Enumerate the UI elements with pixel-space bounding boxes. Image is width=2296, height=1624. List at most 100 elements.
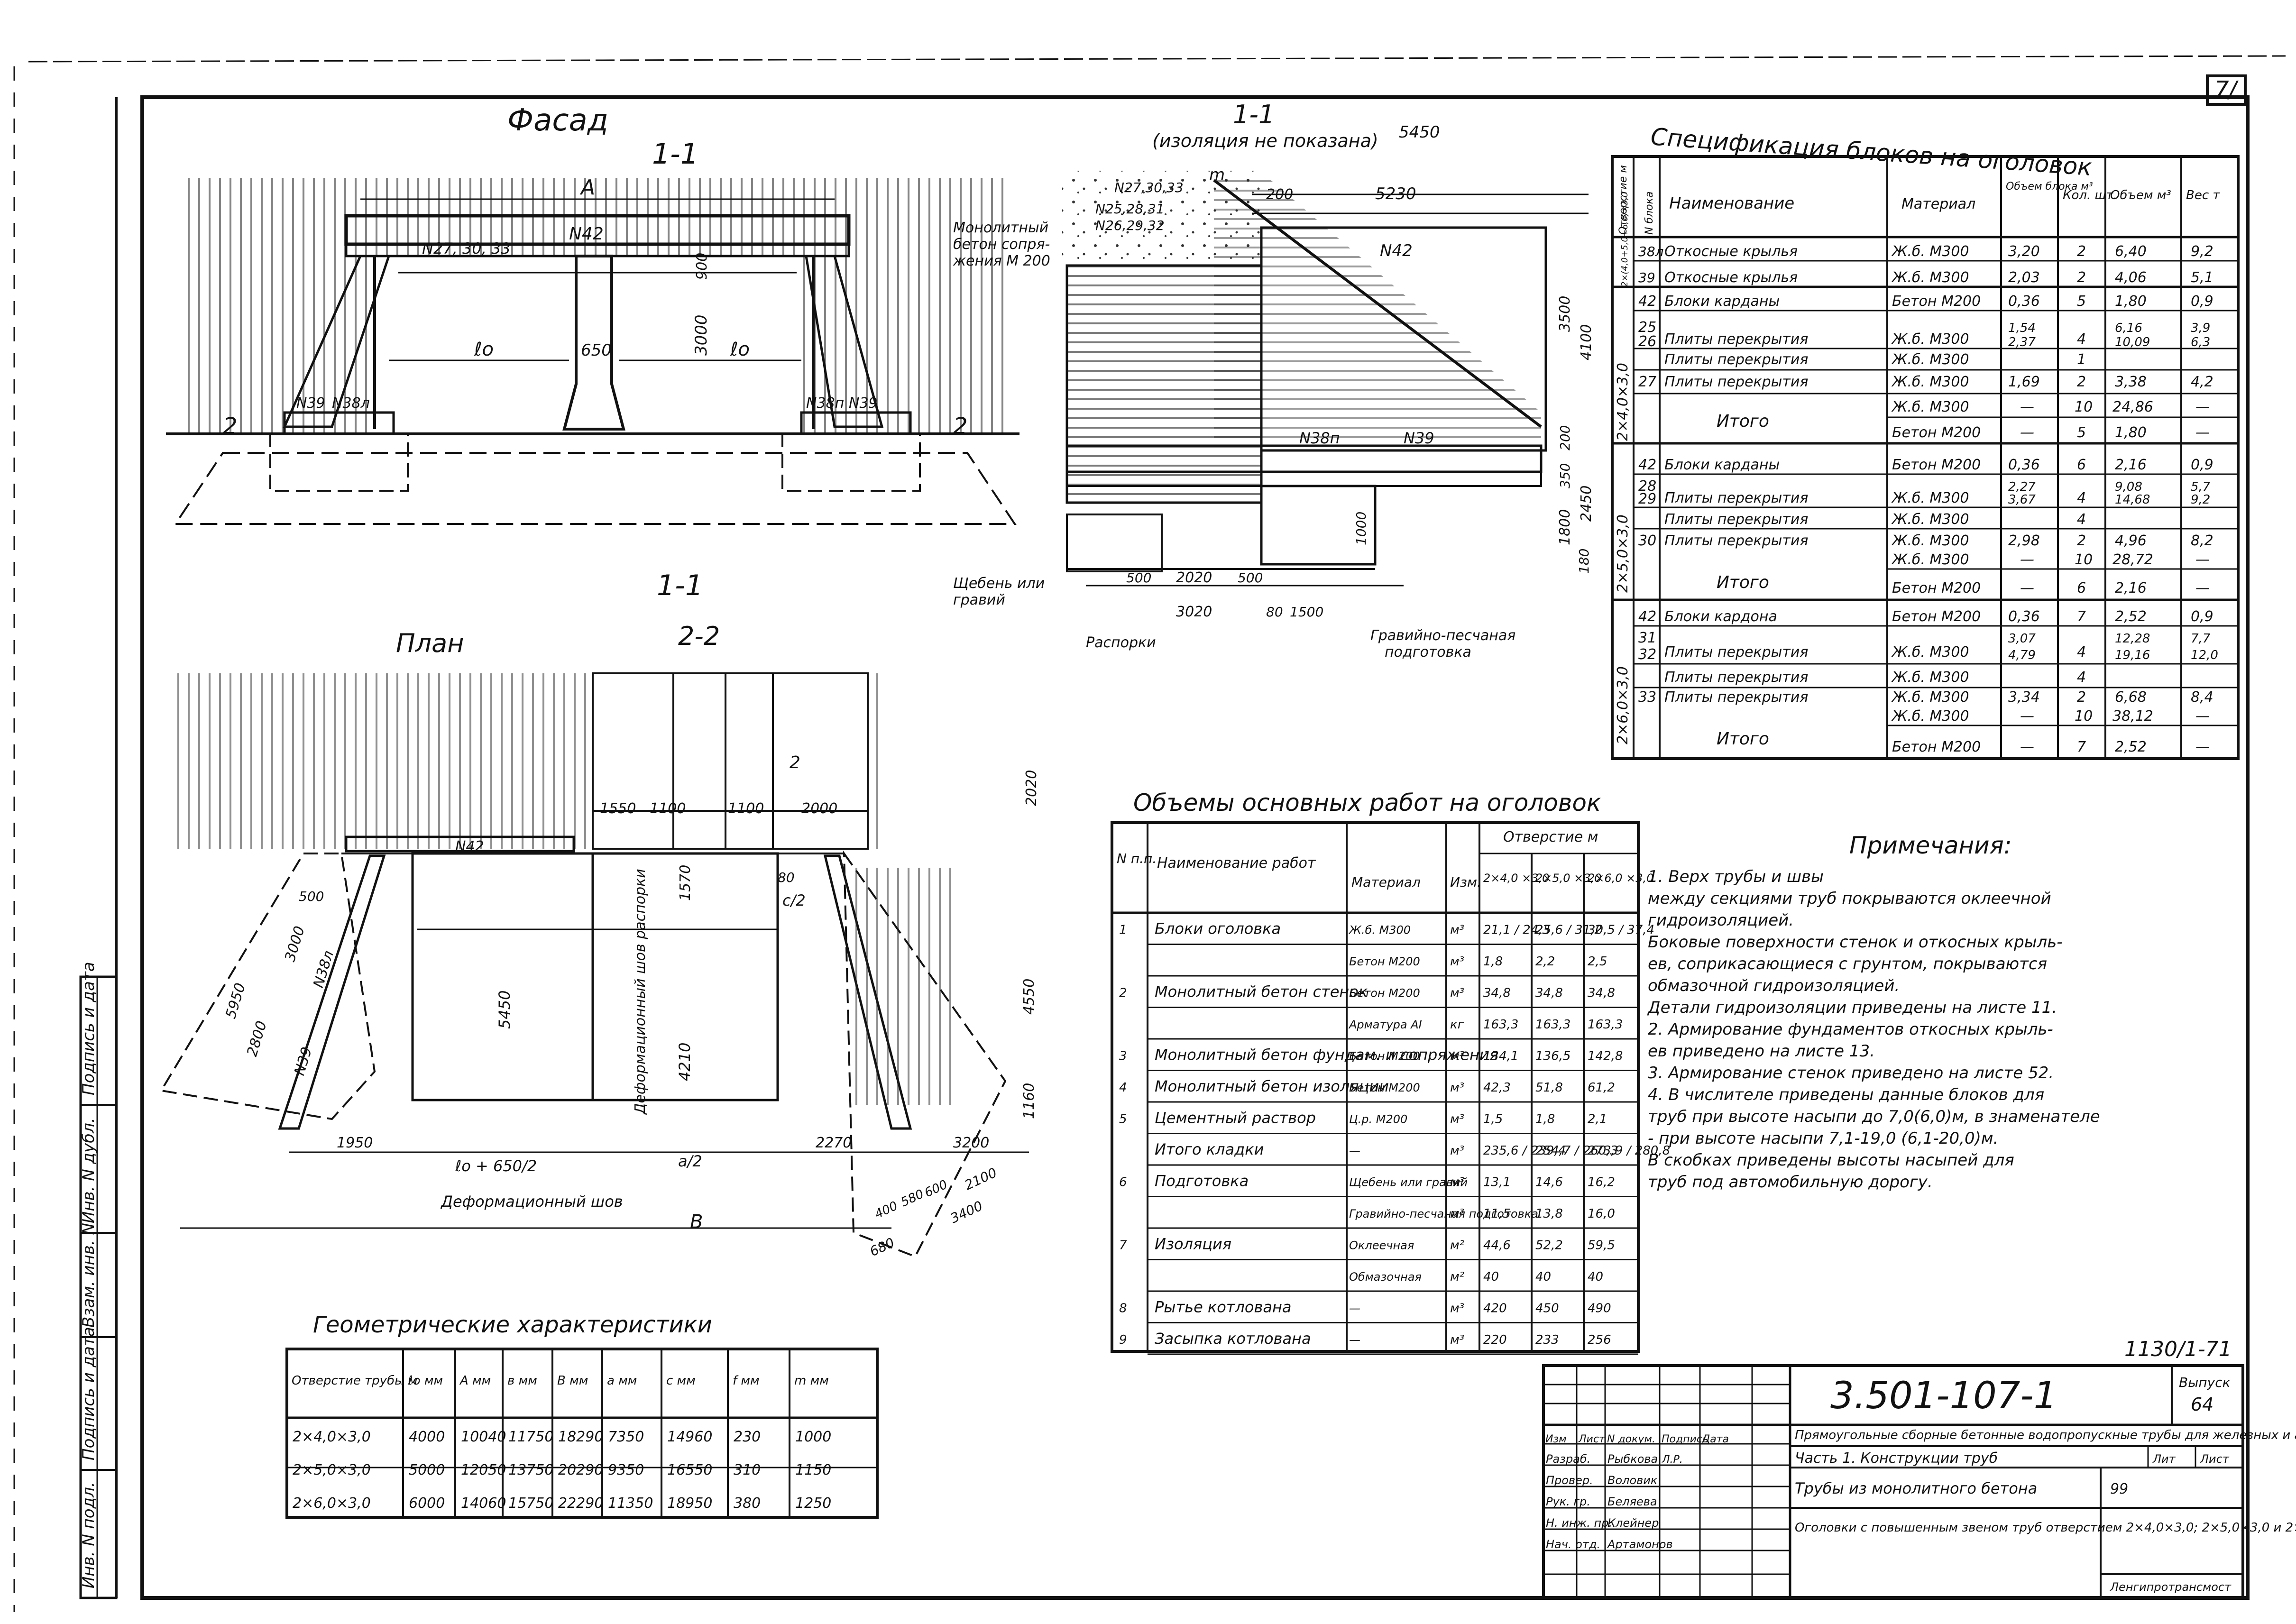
block-label: N42 (569, 224, 604, 244)
svg-text:4: 4 (2077, 644, 2086, 661)
svg-text:Объем м³: Объем м³ (2110, 188, 2171, 202)
note-line: - при высоте насыпи 7,1-19,0 (6,1-20,0)м… (1648, 1129, 1998, 1148)
table-row: 40 (1535, 1270, 1551, 1284)
table-row: Бетон М200 (1349, 1081, 1420, 1094)
sig-role: Нач. отд. (1546, 1538, 1600, 1551)
svg-text:Объем блока м³: Объем блока м³ (2006, 181, 2093, 193)
svg-text:1100: 1100 (650, 800, 686, 817)
svg-text:1-1: 1-1 (657, 569, 703, 602)
svg-text:N39: N39 (1404, 429, 1434, 447)
sig-role: Н. инж. пр. (1546, 1516, 1612, 1530)
svg-text:2×(4,0+5,0+6,0)×3,0: 2×(4,0+5,0+6,0)×3,0 (1620, 192, 1630, 287)
sig-name: Рыбкова (1607, 1452, 1658, 1466)
svg-text:Бетон М200: Бетон М200 (1892, 739, 1981, 755)
table-row: 235,6 / 239,4 (1483, 1144, 1566, 1158)
table-row: Рытье котлована (1155, 1298, 1292, 1316)
svg-text:2450: 2450 (1578, 486, 1595, 522)
table-header: в мм (507, 1374, 537, 1388)
svg-text:4: 4 (2077, 490, 2086, 506)
svg-text:Щебень или: Щебень или (953, 575, 1045, 592)
left-margin-labels: Подпись и дата Инв. N дубл. Взам. инв. N… (79, 962, 118, 1599)
svg-text:N27,30,33: N27,30,33 (1114, 180, 1184, 195)
svg-text:—: — (2020, 580, 2034, 596)
svg-text:0,36: 0,36 (2008, 293, 2040, 310)
spec-table: Спецификация блоков на оголовок Наименов… (1611, 123, 2240, 760)
sig-header: Изм (1545, 1433, 1567, 1445)
svg-text:30: 30 (1638, 532, 1656, 549)
table-row: 18950 (667, 1495, 712, 1512)
sig-name: Клейнер (1607, 1516, 1659, 1530)
sig-header: Подпись (1662, 1433, 1708, 1445)
note-line: гидроизоляцией. (1648, 911, 1794, 930)
table-row: м³ (1450, 1144, 1464, 1158)
svg-text:500: 500 (1238, 570, 1263, 586)
svg-text:3200: 3200 (953, 1135, 989, 1151)
table-row: Блоки оголовка (1155, 920, 1281, 938)
svg-text:—: — (2195, 424, 2210, 441)
svg-text:Ж.б. М300: Ж.б. М300 (1891, 331, 1969, 348)
dim-900: 900 (694, 253, 710, 280)
svg-text:400: 400 (872, 1199, 900, 1221)
table-row: м³ (1450, 1049, 1464, 1064)
sheet-border (140, 95, 2250, 1600)
svg-text:Ж.б. М300: Ж.б. М300 (1891, 669, 1969, 686)
svg-text:Бетон М200: Бетон М200 (1892, 424, 1981, 441)
table-row: 1000 (795, 1429, 831, 1445)
svg-text:N38п: N38п (806, 395, 844, 412)
svg-text:0,36: 0,36 (2008, 457, 2040, 473)
svg-text:1500: 1500 (1290, 604, 1323, 620)
table-row: 233 (1535, 1333, 1559, 1347)
svg-text:5,1: 5,1 (2191, 269, 2213, 286)
table-row: 16550 (667, 1462, 712, 1478)
table-row: Гравийно-песчаная подготовка (1349, 1207, 1538, 1220)
svg-text:Плиты перекрытия: Плиты перекрытия (1664, 669, 1808, 686)
svg-text:29: 29 (1638, 491, 1656, 507)
svg-text:12,0: 12,0 (2191, 648, 2218, 662)
geometry-title: Геометрические характеристики (313, 1312, 712, 1338)
table-row: 61,2 (1588, 1081, 1615, 1095)
table-row: Монолитный бетон изоляции (1155, 1077, 1389, 1095)
svg-text:Плиты перекрытия: Плиты перекрытия (1664, 532, 1808, 549)
note-line: 1. Верх трубы и швы (1648, 867, 1824, 886)
dim-A: А (579, 175, 595, 200)
svg-text:6: 6 (2077, 457, 2086, 473)
table-row: Бетон М200 (1349, 955, 1420, 968)
svg-text:N42: N42 (455, 838, 484, 855)
svg-text:Ж.б. М300: Ж.б. М300 (1891, 243, 1969, 260)
table-row: м³ (1450, 1302, 1464, 1316)
svg-text:200: 200 (1266, 186, 1293, 203)
dim-650: 650 (581, 341, 612, 360)
svg-text:5450: 5450 (496, 991, 514, 1029)
svg-text:Оголовки с повышенным звеном т: Оголовки с повышенным звеном труб отверс… (1795, 1521, 2296, 1535)
table-row: Цементный раствор (1155, 1109, 1316, 1127)
svg-text:Ж.б. М300: Ж.б. М300 (1891, 551, 1969, 568)
svg-text:680: 680 (867, 1235, 897, 1259)
table-row: 220 (1483, 1333, 1507, 1347)
svg-text:0,36: 0,36 (2008, 608, 2040, 625)
table-row: 12050 (461, 1462, 506, 1478)
table-header: c мм (666, 1374, 696, 1388)
svg-text:2020: 2020 (1176, 569, 1212, 586)
svg-text:3,67: 3,67 (2008, 493, 2036, 507)
table-row: 2,1 (1588, 1112, 1607, 1127)
table-row: — (1349, 1302, 1360, 1315)
svg-text:26: 26 (1638, 333, 1656, 350)
table-row: 2×6,0×3,0 (293, 1495, 371, 1512)
svg-text:Плиты перекрытия: Плиты перекрытия (1664, 331, 1808, 348)
svg-text:Изм.: Изм. (1450, 874, 1481, 890)
svg-text:Итого: Итого (1717, 412, 1769, 431)
table-row: 40 (1588, 1270, 1603, 1284)
svg-text:5: 5 (2077, 424, 2086, 441)
table-row: 5000 (409, 1462, 445, 1478)
svg-text:38,12: 38,12 (2112, 708, 2153, 725)
table-row: 51,8 (1535, 1081, 1563, 1095)
table-row: 14060 (461, 1495, 506, 1512)
svg-text:Ж.б. М300: Ж.б. М300 (1891, 708, 1969, 725)
svg-text:6,40: 6,40 (2115, 243, 2147, 260)
svg-text:—: — (2020, 739, 2034, 755)
svg-text:5230: 5230 (1375, 184, 1416, 203)
works-table: Объемы основных работ на оголовок Отверс… (1111, 789, 1670, 1355)
plan-view: План 2-2 1550 1100 1100 2000 2020 2 N42 … (159, 621, 1040, 1259)
svg-text:2,52: 2,52 (2115, 739, 2147, 755)
